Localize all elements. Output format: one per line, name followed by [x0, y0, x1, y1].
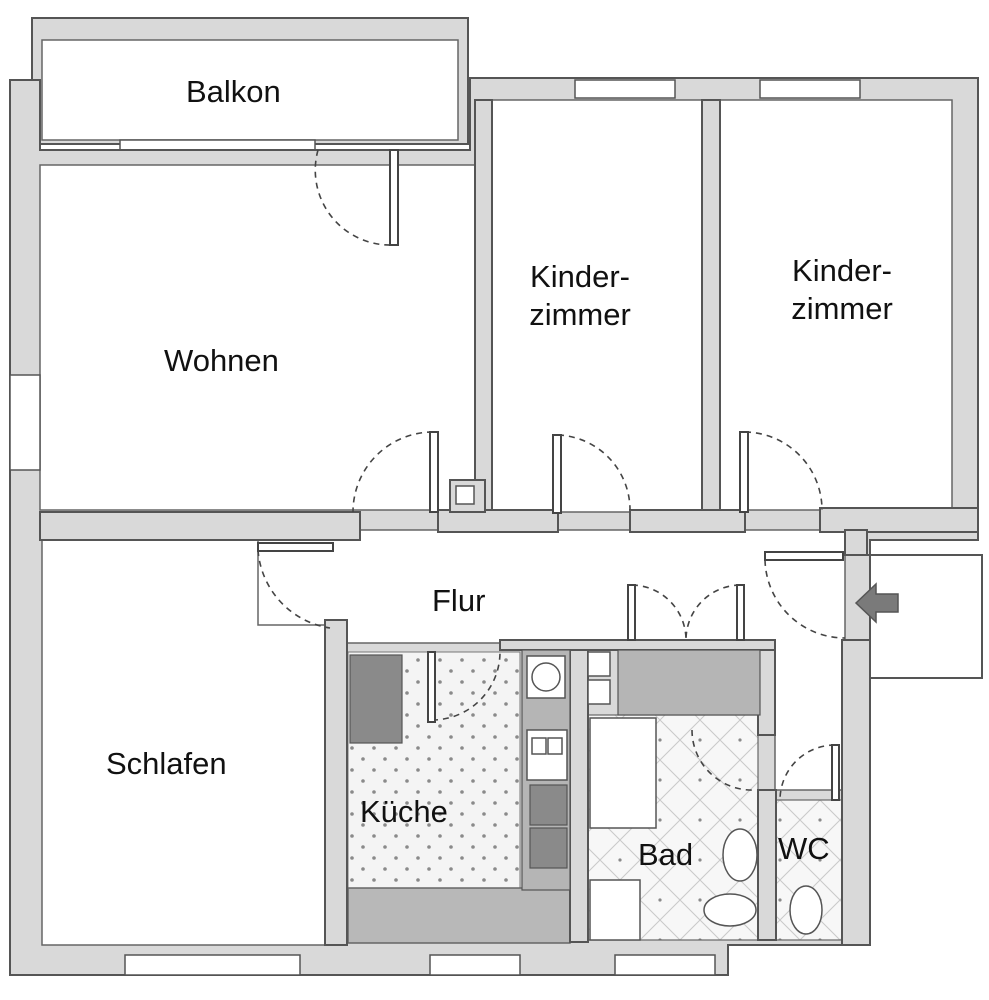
- room-label-balkon: Balkon: [186, 74, 281, 109]
- kueche-counter: [347, 887, 571, 944]
- room-label-flur: Flur: [432, 583, 486, 618]
- balcony: [31, 17, 469, 151]
- room-label-kinderzimmer-1-line2: zimmer: [529, 297, 631, 332]
- room-label-schlafen: Schlafen: [106, 746, 227, 781]
- room-label-kinderzimmer-2-line1: Kinder-: [792, 253, 892, 288]
- arrow-left-icon: [852, 578, 902, 628]
- bathroom-fixtures: [589, 717, 823, 941]
- room-label-kinderzimmer-2-line2: zimmer: [791, 291, 893, 326]
- room-floors: [39, 99, 953, 946]
- kinderzimmer-2-floor: [719, 99, 953, 511]
- room-label-kinderzimmer-1-line1: Kinder-: [530, 259, 630, 294]
- room-label-kinderzimmer-1: Kinder- zimmer: [500, 258, 660, 334]
- interior-walls: [39, 99, 979, 946]
- entrance-annex: [845, 554, 983, 679]
- doors: [257, 149, 846, 801]
- windows: [9, 79, 861, 976]
- room-label-wohnen: Wohnen: [164, 343, 279, 378]
- kitchen-appliances: [521, 649, 571, 891]
- wohnen-floor: [39, 164, 476, 511]
- room-label-kueche: Küche: [360, 794, 448, 829]
- room-label-wc: WC: [778, 831, 830, 866]
- room-label-kinderzimmer-2: Kinder- zimmer: [762, 252, 922, 328]
- room-label-bad: Bad: [638, 837, 694, 872]
- installation-shafts: [349, 649, 761, 744]
